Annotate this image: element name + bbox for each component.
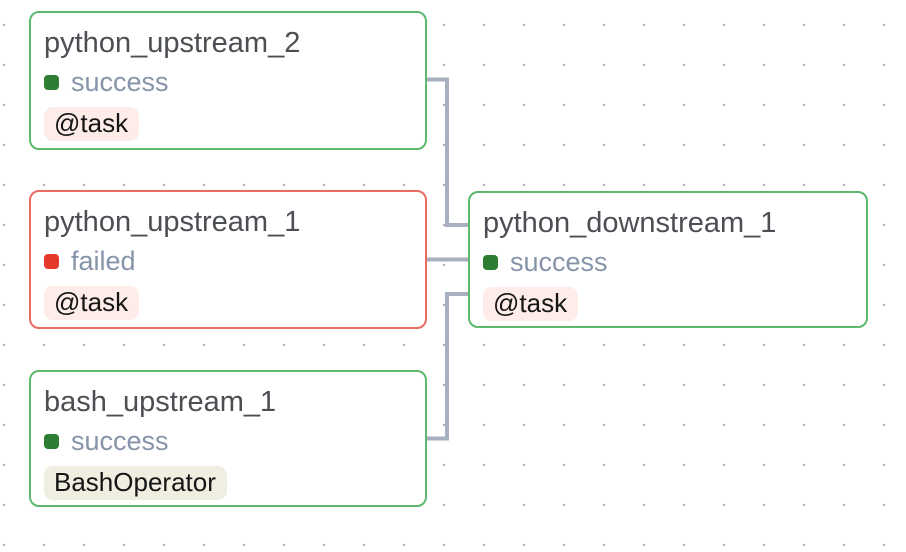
status-square-success-icon: [44, 433, 59, 449]
task-node-bash-upstream-1[interactable]: bash_upstream_1 success BashOperator: [29, 370, 427, 507]
task-title: python_upstream_1: [44, 206, 301, 238]
operator-badge: @task: [483, 287, 579, 322]
edge-python-upstream-2-to-python-downstream-1: [426, 77, 470, 227]
operator-badge: @task: [44, 286, 140, 321]
task-status-row: success: [483, 246, 852, 278]
operator-badge: @task: [44, 107, 140, 142]
status-label: success: [71, 425, 169, 456]
status-square-success-icon: [44, 74, 59, 90]
task-node-python-upstream-2[interactable]: python_upstream_2 success @task: [29, 11, 427, 150]
task-status-row: success: [44, 425, 411, 457]
status-label: success: [71, 66, 169, 97]
task-status-row: failed: [44, 245, 411, 277]
status-square-failed-icon: [44, 253, 59, 269]
status-label: failed: [71, 245, 136, 276]
operator-badge: BashOperator: [44, 466, 227, 501]
task-title: bash_upstream_1: [44, 386, 277, 418]
status-label: success: [510, 246, 608, 277]
task-node-python-downstream-1[interactable]: python_downstream_1 success @task: [468, 191, 868, 328]
task-title: python_downstream_1: [483, 207, 777, 239]
status-square-success-icon: [483, 254, 498, 270]
task-node-python-upstream-1[interactable]: python_upstream_1 failed @task: [29, 190, 427, 329]
task-title: python_upstream_2: [44, 27, 301, 59]
task-status-row: success: [44, 66, 411, 98]
edge-bash-upstream-1-to-python-downstream-1: [426, 292, 470, 441]
